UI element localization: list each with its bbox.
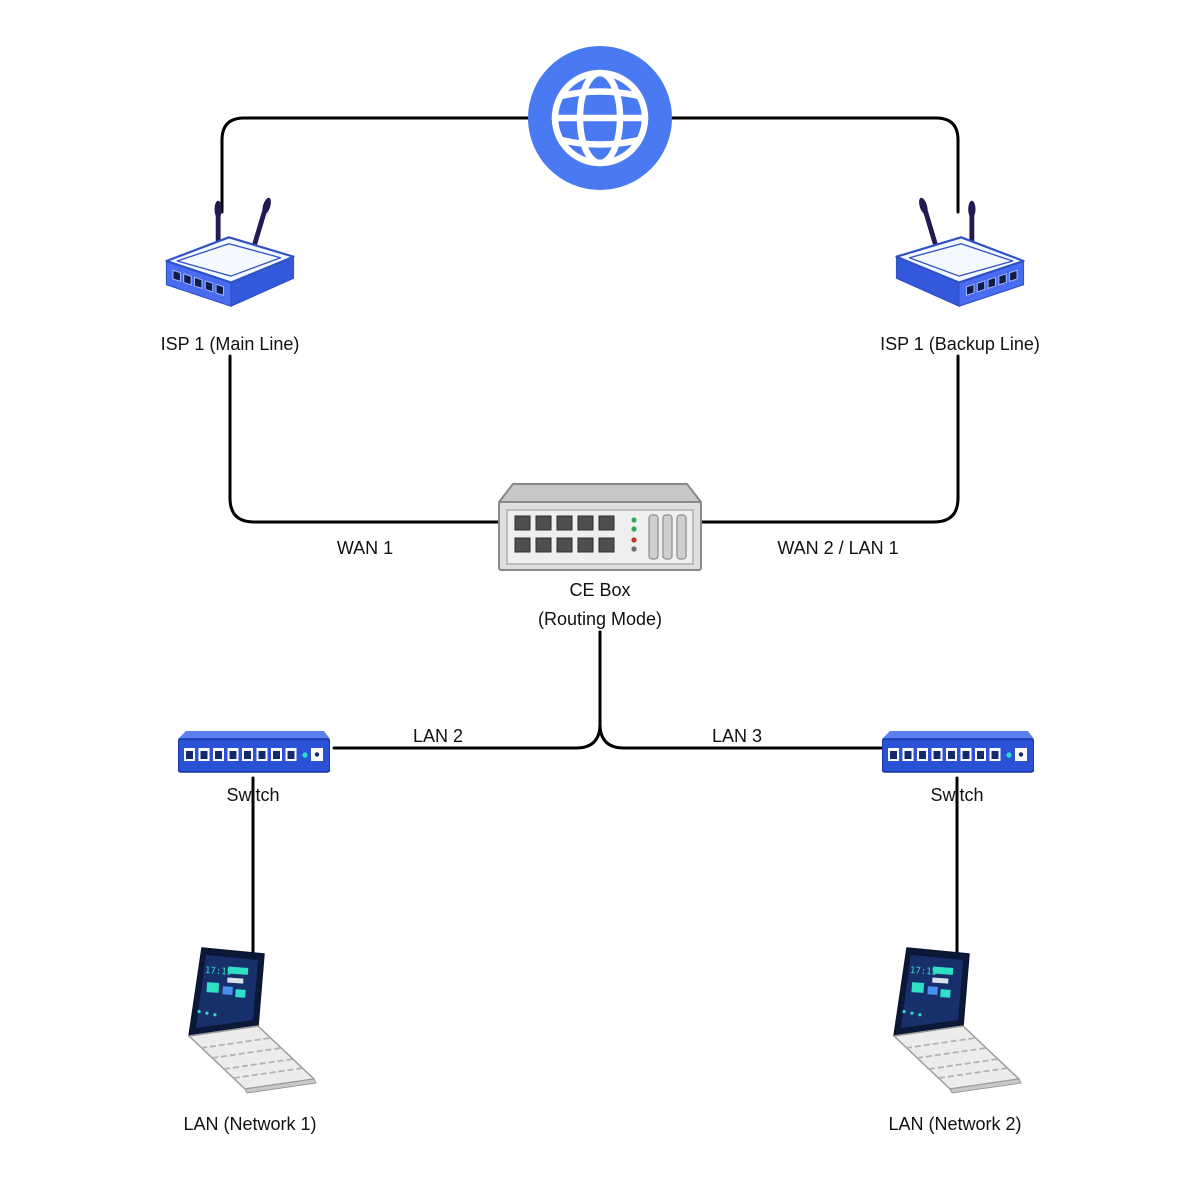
- ce-box-ports: [514, 515, 615, 553]
- router-top-face: [165, 236, 295, 284]
- router-top-face: [895, 236, 1025, 284]
- laptop-right-label: LAN (Network 2): [888, 1114, 1022, 1134]
- ce-box-top: [498, 483, 702, 503]
- switch-ports: [184, 748, 297, 761]
- laptop-screen-content: 17:15: [197, 966, 249, 1017]
- laptop-right-node: 17:15: [877, 942, 1027, 1097]
- globe-icon: [528, 46, 672, 190]
- ce-box-node: [495, 480, 705, 575]
- switch-ports: [888, 748, 1001, 761]
- switch-body: [882, 738, 1034, 773]
- router-main-label: ISP 1 (Main Line): [160, 334, 300, 354]
- switch-led: [1006, 752, 1012, 758]
- lan2-link-label: LAN 2: [412, 726, 464, 746]
- switch-top: [178, 731, 330, 739]
- laptop-base: [893, 1025, 1020, 1090]
- laptop-base: [188, 1025, 315, 1090]
- laptop-icon: 17:15: [188, 947, 317, 1094]
- wan2-lan1-link-label: WAN 2 / LAN 1: [777, 538, 899, 558]
- link-lan3: [598, 630, 886, 750]
- laptop-keyboard: [200, 1037, 304, 1079]
- laptop-icon: 17:15: [893, 947, 1022, 1094]
- link-internet-to-router-main: [220, 116, 558, 214]
- wireless-router-icon: [165, 197, 295, 308]
- laptop-screen-clock: 17:15: [910, 966, 938, 978]
- lan3-link-label: LAN 3: [711, 726, 763, 746]
- switch-left-node: [178, 726, 330, 776]
- laptop-screen-clock: 17:15: [205, 966, 233, 978]
- laptop-screen-content: 17:15: [902, 966, 954, 1017]
- network-switch-icon: [178, 731, 330, 773]
- laptop-base-edge: [949, 1078, 1022, 1094]
- ce-box-label-line2: (Routing Mode): [537, 609, 663, 629]
- switch-top: [882, 731, 1034, 739]
- switch-left-label: Switch: [226, 785, 280, 805]
- rack-router-icon: [498, 483, 702, 571]
- router-backup-node: [890, 196, 1030, 326]
- ce-box-label: CE Box (Routing Mode): [500, 576, 700, 634]
- link-internet-to-router-backup: [642, 116, 960, 214]
- ce-box-leds: [631, 517, 637, 552]
- switch-right-node: [882, 726, 1034, 776]
- link-wan1: [228, 354, 502, 524]
- laptop-left-label: LAN (Network 1): [183, 1114, 317, 1134]
- ce-box-vents: [648, 514, 687, 560]
- router-ports: [172, 269, 225, 297]
- router-backup-label: ISP 1 (Backup Line): [880, 334, 1040, 354]
- wireless-router-icon: [895, 197, 1025, 308]
- wan1-link-label: WAN 1: [336, 538, 394, 558]
- laptop-keyboard: [905, 1037, 1009, 1079]
- switch-body: [178, 738, 330, 773]
- ce-box-label-line1: CE Box: [569, 580, 631, 600]
- laptop-left-node: 17:15: [172, 942, 322, 1097]
- laptop-base-edge: [244, 1078, 317, 1094]
- router-ports: [965, 269, 1018, 297]
- network-switch-icon: [882, 731, 1034, 773]
- router-main-node: [160, 196, 300, 326]
- internet-node: [528, 46, 672, 190]
- switch-right-label: Switch: [930, 785, 984, 805]
- link-wan2-lan1: [698, 354, 960, 524]
- switch-led: [302, 752, 308, 758]
